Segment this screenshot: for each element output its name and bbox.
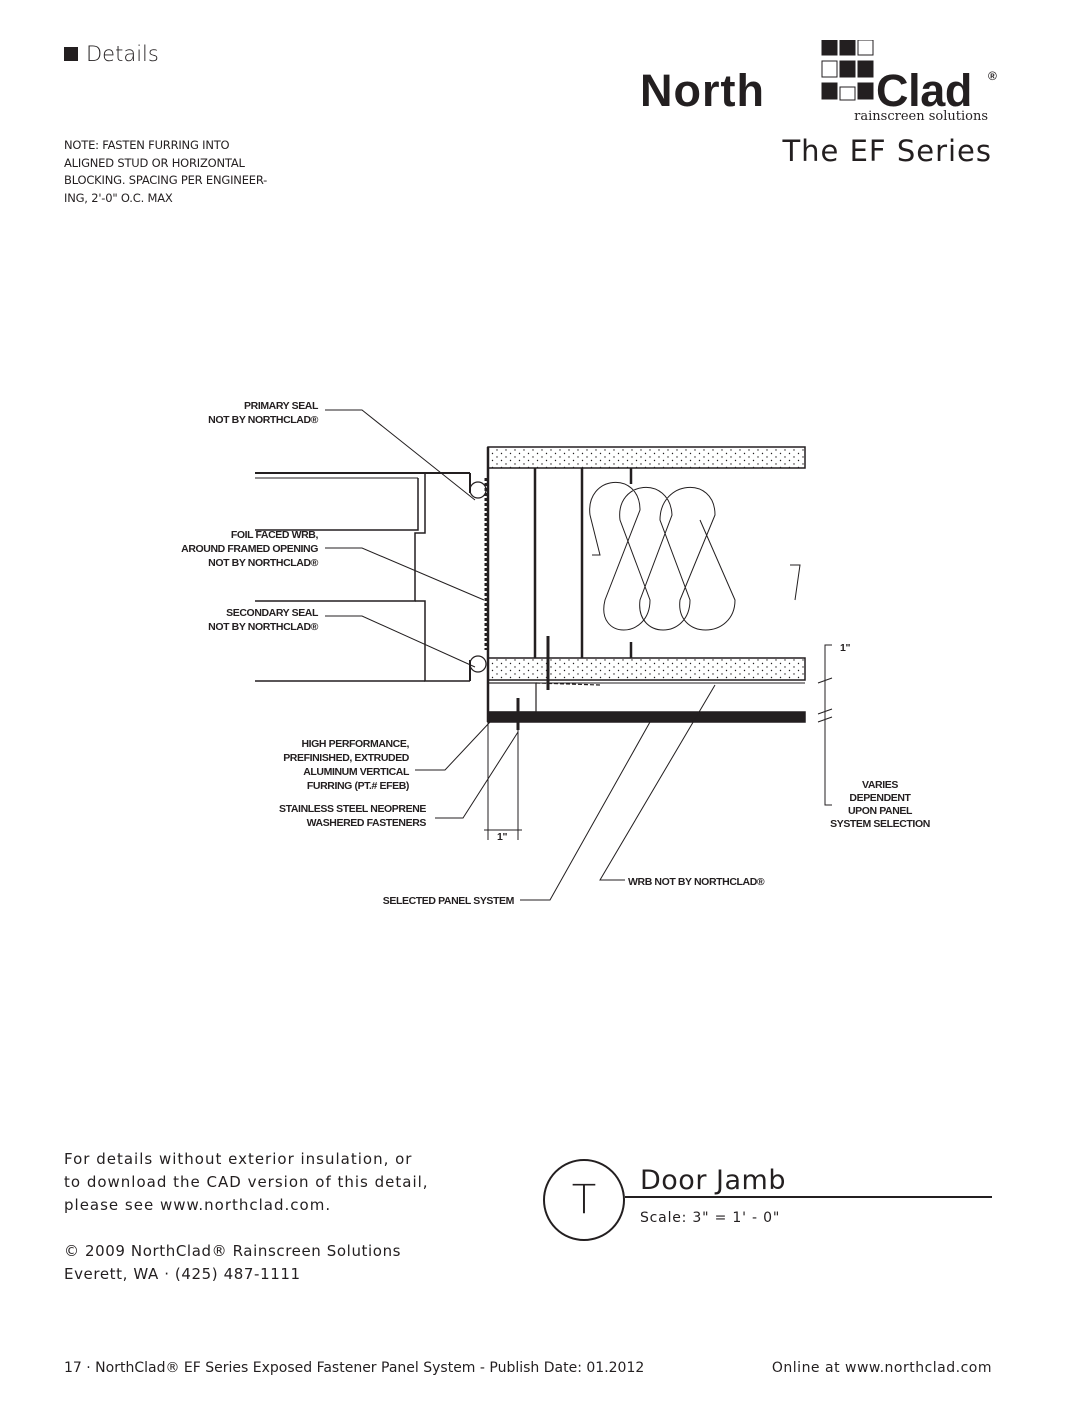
batt-insulation — [589, 482, 801, 631]
info-line: please see www.northclad.com. — [64, 1196, 332, 1214]
label-varies: VARIES — [862, 779, 898, 791]
label-wrb: WRB NOT BY NORTHCLAD® — [628, 876, 765, 888]
footer-left: 17 · NorthClad® EF Series Exposed Fasten… — [64, 1360, 645, 1376]
label-fasteners: STAINLESS STEEL NEOPRENE — [279, 803, 426, 815]
label-varies: SYSTEM SELECTION — [830, 818, 930, 830]
installation-note: NOTE: FASTEN FURRING INTO ALIGNED STUD O… — [64, 137, 314, 207]
panel-system — [487, 711, 806, 723]
dimension-label: 1" — [840, 642, 850, 654]
northclad-logo: North Clad ® — [640, 40, 997, 112]
brand-tagline: rainscreen solutions — [854, 109, 988, 124]
info-line: to download the CAD version of this deta… — [64, 1173, 429, 1191]
exterior-insulation-board — [487, 657, 806, 681]
label-foil-faced-wrb: NOT BY NORTHCLAD® — [208, 557, 318, 569]
cad-info: For details without exterior insulation,… — [64, 1148, 429, 1217]
series-title: The EF Series — [782, 134, 992, 168]
label-furring: HIGH PERFORMANCE, — [301, 738, 409, 750]
section-heading: Details — [64, 42, 159, 66]
note-line: ING, 2'-0" O.C. MAX — [64, 190, 173, 205]
note-line: NOTE: FASTEN FURRING INTO — [64, 138, 230, 152]
label-furring: ALUMINUM VERTICAL — [303, 766, 410, 778]
info-line: For details without exterior insulation,… — [64, 1150, 413, 1168]
label-furring: FURRING (PT.# EFEB) — [307, 780, 409, 792]
label-varies: DEPENDENT — [849, 792, 911, 804]
label-secondary-seal: NOT BY NORTHCLAD® — [208, 621, 318, 633]
section-label: Details — [86, 42, 159, 66]
note-line: BLOCKING. SPACING PER ENGINEER- — [64, 173, 268, 187]
dimension-label: 1" — [497, 831, 507, 843]
title-divider — [625, 1196, 992, 1198]
label-primary-seal: NOT BY NORTHCLAD® — [208, 414, 318, 426]
footer-right: Online at www.northclad.com — [771, 1360, 992, 1376]
detail-marker: T — [543, 1159, 625, 1241]
furring-channel — [487, 636, 601, 730]
label-foil-faced-wrb: FOIL FACED WRB, — [231, 529, 319, 541]
square-bullet-icon — [64, 47, 78, 61]
label-secondary-seal: SECONDARY SEAL — [226, 607, 319, 619]
label-varies: UPON PANEL — [848, 805, 913, 817]
primary-seal-backer — [469, 481, 487, 499]
secondary-seal-backer — [469, 655, 487, 673]
door-frame — [255, 472, 487, 682]
registered-mark: ® — [988, 69, 997, 83]
address: Everett, WA · (425) 487-1111 — [64, 1265, 301, 1283]
label-furring: PREFINISHED, EXTRUDED — [283, 752, 410, 764]
brand-north: North — [640, 65, 765, 112]
detail-title: Door Jamb — [640, 1165, 786, 1196]
label-primary-seal: PRIMARY SEAL — [244, 400, 319, 412]
top-sheathing — [487, 446, 806, 469]
label-fasteners: WASHERED FASTENERS — [307, 817, 427, 829]
note-line: ALIGNED STUD OR HORIZONTAL — [64, 155, 245, 170]
copyright-block: © 2009 NorthClad® Rainscreen Solutions E… — [64, 1240, 401, 1286]
label-foil-faced-wrb: AROUND FRAMED OPENING — [181, 543, 318, 555]
label-panel-system: SELECTED PANEL SYSTEM — [383, 895, 515, 907]
copyright: © 2009 NorthClad® Rainscreen Solutions — [64, 1242, 402, 1260]
brand-clad: Clad — [876, 65, 972, 112]
detail-scale: Scale: 3" = 1' - 0" — [640, 1210, 781, 1226]
logo-grid-icon — [821, 40, 874, 101]
